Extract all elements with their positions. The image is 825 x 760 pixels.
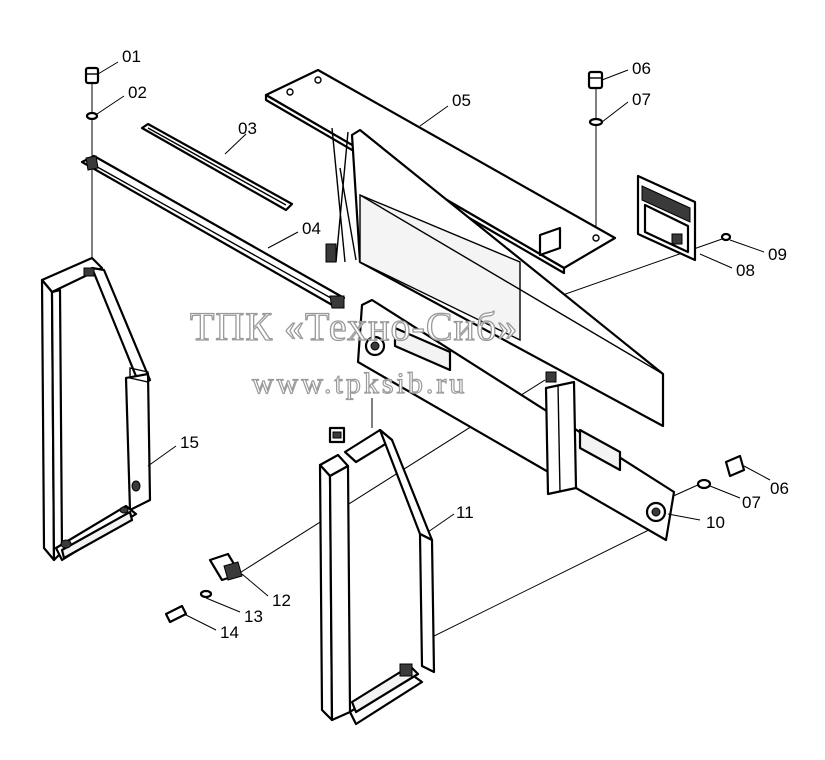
part-08-switch-block [636,174,697,262]
watermark: ТПК «Техно-Сиб» www.tpksib.ru [189,303,518,400]
callout-07-lower: 07 [742,493,761,512]
callout-13: 13 [244,607,263,626]
watermark-url: www.tpksib.ru [252,367,467,400]
part-07-washer-lower [696,478,712,490]
callout-labels: 01 02 03 04 05 06 07 08 09 10 11 12 13 1… [122,47,789,642]
part-11-right-frame [318,426,436,726]
part-13-washer [199,589,213,599]
part-06-screw-lower [724,454,746,478]
callout-11: 11 [456,503,474,522]
callout-02: 02 [128,83,147,102]
callout-05: 05 [452,91,471,110]
callout-06-lower: 06 [770,479,789,498]
part-07-washer-upper [588,117,604,127]
callout-15: 15 [180,433,199,452]
callout-10: 10 [706,513,725,532]
callout-14: 14 [220,623,239,642]
callout-01: 01 [122,47,141,66]
assembly-axis-lines [91,80,726,639]
part-14-screw [164,604,188,624]
callout-08: 08 [736,261,755,280]
part-12-clip [208,552,243,582]
callout-04: 04 [302,219,321,238]
part-09-screw [720,232,732,242]
part-03-strip [140,122,294,212]
callout-09: 09 [768,245,787,264]
part-05-top-panel [264,68,665,428]
callout-12: 12 [272,591,291,610]
part-04-bar [80,154,346,309]
watermark-title: ТПК «Техно-Сиб» [190,304,518,349]
callout-leaders [96,61,771,631]
part-02-washer [85,111,99,121]
part-15-left-frame [40,256,152,562]
callout-03: 03 [238,119,257,138]
callout-07-upper: 07 [632,90,651,109]
part-06-screw-upper [587,70,604,90]
part-01-screw [84,66,100,85]
callout-06-upper: 06 [632,59,651,78]
part-10-lower-plate [356,298,676,542]
